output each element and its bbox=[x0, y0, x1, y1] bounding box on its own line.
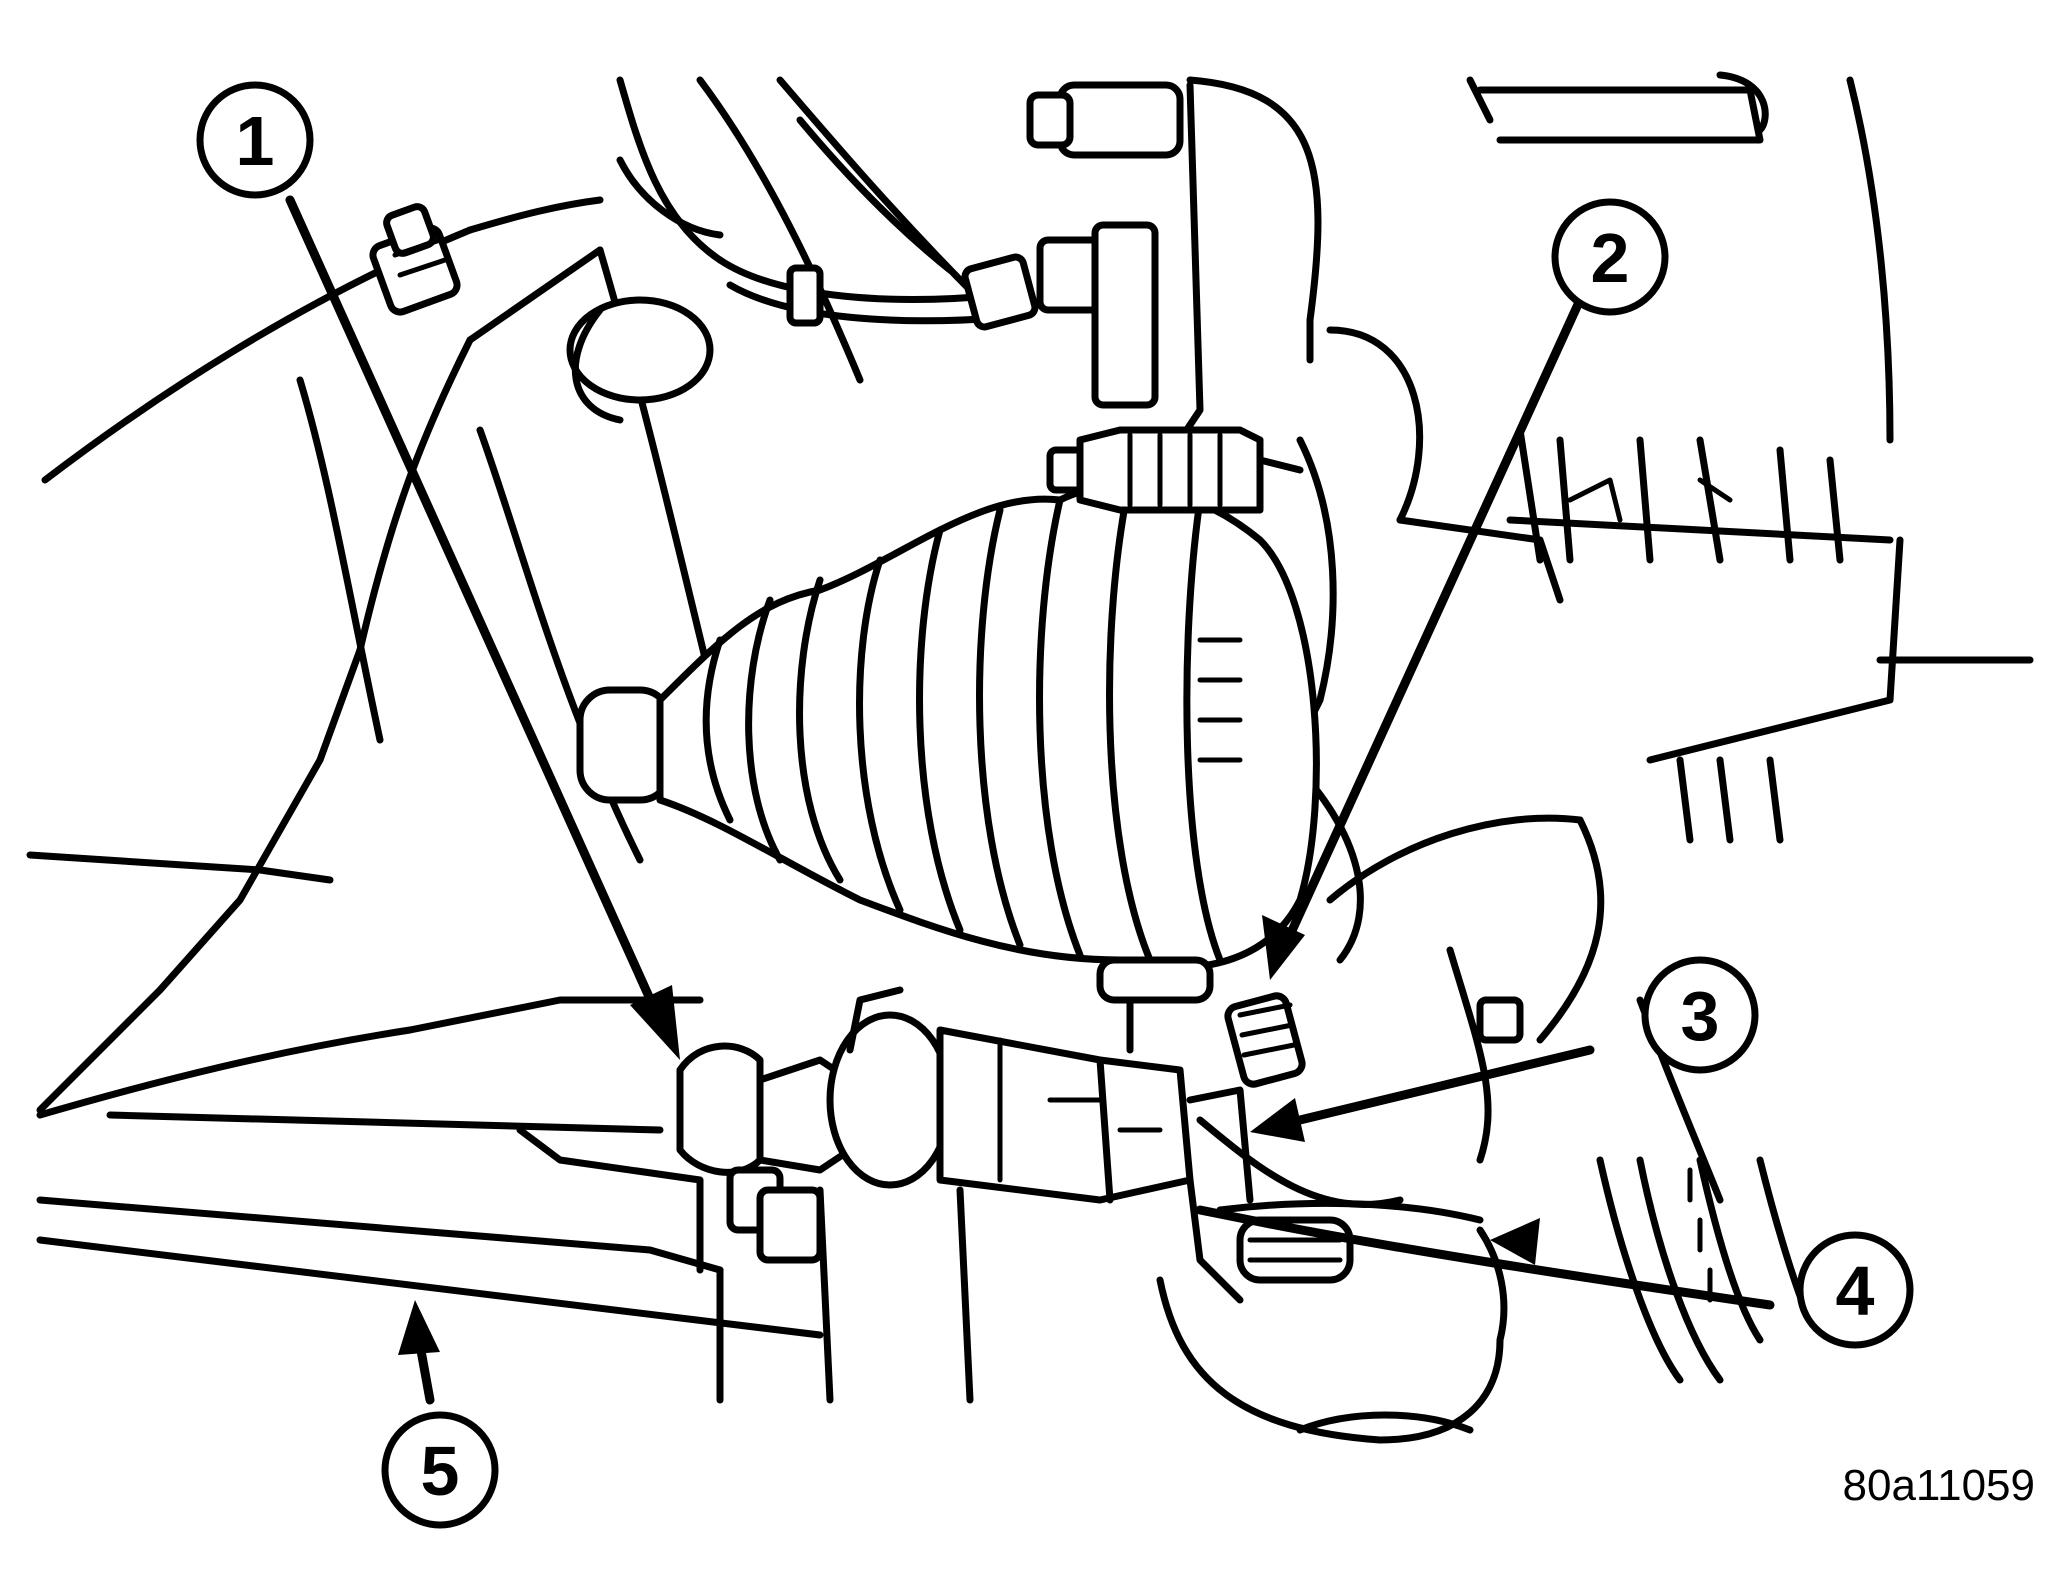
callout-5-label: 5 bbox=[421, 1432, 460, 1510]
ball-joint-assembly bbox=[676, 986, 1254, 1404]
tie-rod-hose bbox=[1046, 426, 1304, 514]
leader-3 bbox=[1250, 1045, 1595, 1142]
callout-1-label: 1 bbox=[236, 102, 275, 180]
leader-1 bbox=[285, 195, 680, 1060]
lower-knuckle bbox=[1156, 1116, 1508, 1444]
figure-id: 80a11059 bbox=[1843, 1461, 2036, 1510]
callout-2: 2 bbox=[1551, 198, 1669, 316]
brake-line bbox=[716, 221, 1159, 409]
threaded-stud bbox=[1096, 956, 1306, 1088]
callout-3-label: 3 bbox=[1681, 977, 1720, 1055]
callout-4-label: 4 bbox=[1836, 1252, 1875, 1330]
leader-5 bbox=[398, 1300, 440, 1405]
caliper bbox=[1026, 71, 2034, 764]
callout-4: 4 bbox=[1796, 1231, 1914, 1349]
callout-3: 3 bbox=[1641, 956, 1759, 1074]
cv-boot bbox=[576, 476, 1320, 971]
wheel-edge bbox=[1596, 1156, 1814, 1384]
fender-outline bbox=[26, 196, 604, 1119]
leader-2 bbox=[1262, 295, 1585, 980]
lower-control-arm bbox=[36, 646, 824, 1404]
strut-assembly bbox=[566, 76, 984, 424]
callout-1: 1 bbox=[196, 81, 314, 199]
leader-4 bbox=[1195, 1205, 1775, 1310]
upper-stud-nut bbox=[369, 203, 461, 316]
callout-5: 5 bbox=[381, 1411, 499, 1529]
rotor-hub bbox=[1516, 426, 1844, 844]
callout-2-label: 2 bbox=[1591, 219, 1630, 297]
